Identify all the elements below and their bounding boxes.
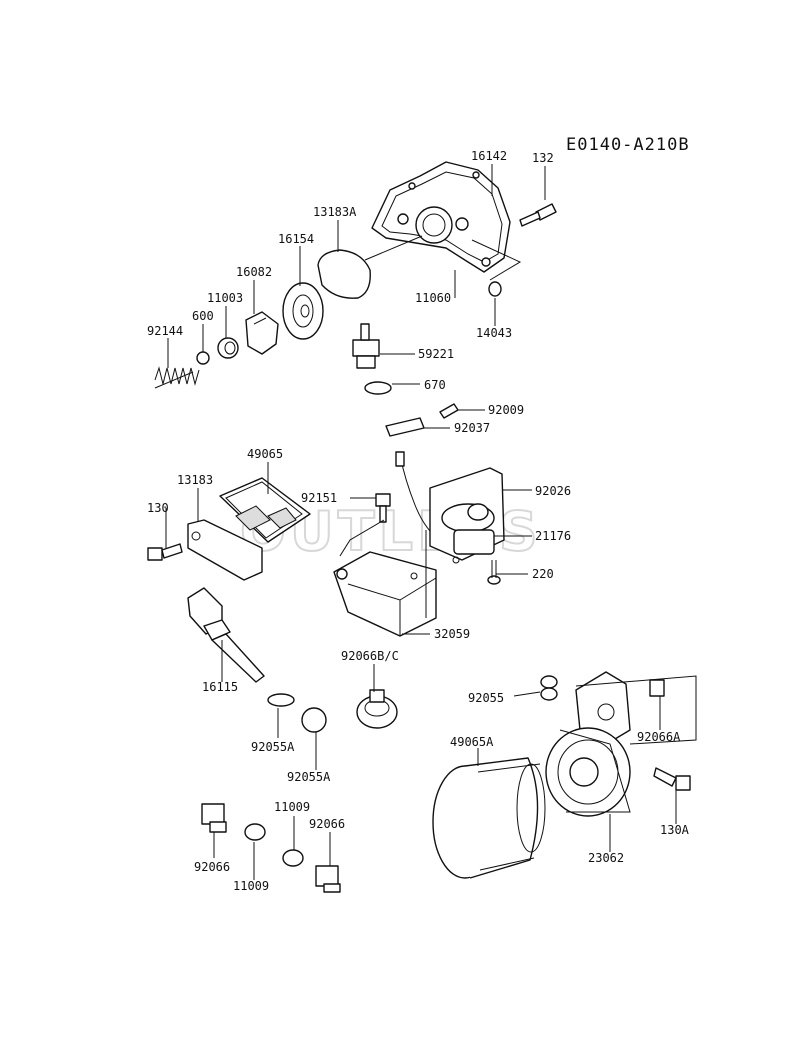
part-label: 670 <box>424 378 446 392</box>
bolt-130-drawing[interactable] <box>147 543 183 561</box>
plug-92066BC-drawing[interactable] <box>356 689 398 729</box>
collar-11003-drawing[interactable] <box>217 337 239 359</box>
part-label: 21176 <box>535 529 571 543</box>
inner-rotor-drawing[interactable] <box>245 311 279 355</box>
part-label: 16082 <box>236 265 272 279</box>
bolt-132-drawing[interactable] <box>519 203 557 227</box>
plug-92066-2-drawing[interactable] <box>315 865 341 893</box>
diagram-code: E0140-A210B <box>566 135 690 155</box>
washer-11009-1-drawing[interactable] <box>244 823 266 841</box>
plug-92066-1-drawing[interactable] <box>201 803 227 833</box>
part-label: 92066B/C <box>341 649 399 663</box>
pin-14043-drawing[interactable] <box>488 281 502 297</box>
part-label: 92151 <box>301 491 337 505</box>
cover-plate-drawing[interactable] <box>371 161 511 273</box>
part-label: 13183 <box>177 473 213 487</box>
ring-92055-a-drawing[interactable] <box>540 675 558 689</box>
oring-670-drawing[interactable] <box>364 381 392 395</box>
oil-screen-drawing[interactable] <box>219 477 311 543</box>
part-label: 14043 <box>476 326 512 340</box>
part-label: 92026 <box>535 484 571 498</box>
part-label: 16142 <box>471 149 507 163</box>
part-label: 92037 <box>454 421 490 435</box>
part-label: 92066 <box>309 817 345 831</box>
ring-92055A-1-drawing[interactable] <box>267 693 295 707</box>
part-label: 130 <box>147 501 169 515</box>
washer-11009-2-drawing[interactable] <box>282 849 304 867</box>
part-label: 92055A <box>287 770 331 784</box>
part-label: 13183A <box>313 205 357 219</box>
part-label: 11009 <box>274 800 310 814</box>
part-label: 220 <box>532 567 554 581</box>
part-label: 132 <box>532 151 554 165</box>
dipstick-drawing[interactable] <box>187 587 265 683</box>
screw-92009-drawing[interactable] <box>439 403 459 419</box>
part-label: 23062 <box>588 851 624 865</box>
part-label: 11060 <box>415 291 451 305</box>
bolt-92151-drawing[interactable] <box>375 493 391 523</box>
part-label: 92144 <box>147 324 183 338</box>
plate-13183A-drawing[interactable] <box>317 249 371 299</box>
clamp-92037-drawing[interactable] <box>385 417 425 437</box>
part-label: 92009 <box>488 403 524 417</box>
oil-switch-drawing[interactable] <box>352 323 380 369</box>
part-labels: 16142 132 13183A 16154 16082 11003 600 9… <box>147 149 690 893</box>
ring-92055-b-drawing[interactable] <box>540 687 558 701</box>
wire-terminal-drawing <box>395 451 405 467</box>
plate-13183-drawing[interactable] <box>187 519 263 581</box>
leader-lines <box>165 164 697 880</box>
filter-base-drawing[interactable] <box>545 727 631 817</box>
part-label: 16115 <box>202 680 238 694</box>
part-label: 92055A <box>251 740 295 754</box>
part-label: 11009 <box>233 879 269 893</box>
part-label: 130A <box>660 823 690 837</box>
part-label: 11003 <box>207 291 243 305</box>
part-label: 32059 <box>434 627 470 641</box>
bolt-130A-drawing[interactable] <box>653 767 691 791</box>
screw-220-drawing[interactable] <box>487 560 501 585</box>
part-label: 92066 <box>194 860 230 874</box>
outer-rotor-drawing[interactable] <box>282 282 324 340</box>
spring-92144-drawing[interactable] <box>154 366 200 389</box>
part-label: 600 <box>192 309 214 323</box>
switch-base-drawing[interactable] <box>429 467 505 564</box>
oil-filter-drawing[interactable] <box>432 757 546 879</box>
bracket-32059-drawing[interactable] <box>333 551 437 637</box>
part-label: 92055 <box>468 691 504 705</box>
part-label: 16154 <box>278 232 314 246</box>
part-label: 92066A <box>637 730 681 744</box>
ring-92055A-2-drawing[interactable] <box>301 707 327 733</box>
part-label: 49065A <box>450 735 494 749</box>
part-label: 59221 <box>418 347 454 361</box>
part-label: 49065 <box>247 447 283 461</box>
ball-600-drawing[interactable] <box>196 351 210 365</box>
